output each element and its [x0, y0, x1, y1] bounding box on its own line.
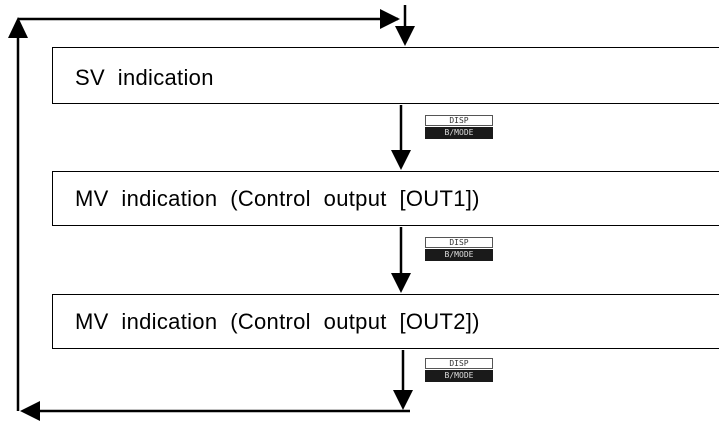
- top-right-arrowhead: [380, 9, 400, 29]
- sv-indication-label: SV indication: [75, 65, 214, 90]
- step1-down-arrowhead: [391, 150, 411, 170]
- disp-key-bottom-label: B/MODE: [425, 370, 493, 382]
- sv-indication-box: SV indication: [52, 47, 719, 104]
- mv-out1-indication-label: MV indication (Control output [OUT1]): [75, 186, 480, 211]
- entry-down-arrowhead: [395, 26, 415, 46]
- disp-key-icon: DISP B/MODE: [425, 115, 493, 140]
- bottom-left-arrowhead: [20, 401, 40, 421]
- disp-key-bottom-label: B/MODE: [425, 127, 493, 139]
- mv-out1-indication-box: MV indication (Control output [OUT1]): [52, 171, 719, 226]
- disp-key-icon: DISP B/MODE: [425, 358, 493, 383]
- left-up-arrowhead: [8, 17, 28, 38]
- step2-down-arrowhead: [391, 273, 411, 293]
- mv-out2-indication-label: MV indication (Control output [OUT2]): [75, 309, 480, 334]
- disp-key-top-label: DISP: [425, 237, 493, 248]
- mv-out2-indication-box: MV indication (Control output [OUT2]): [52, 294, 719, 349]
- disp-key-bottom-label: B/MODE: [425, 249, 493, 261]
- disp-key-top-label: DISP: [425, 115, 493, 126]
- disp-key-icon: DISP B/MODE: [425, 237, 493, 262]
- disp-key-top-label: DISP: [425, 358, 493, 369]
- step3-down-arrowhead: [393, 390, 413, 410]
